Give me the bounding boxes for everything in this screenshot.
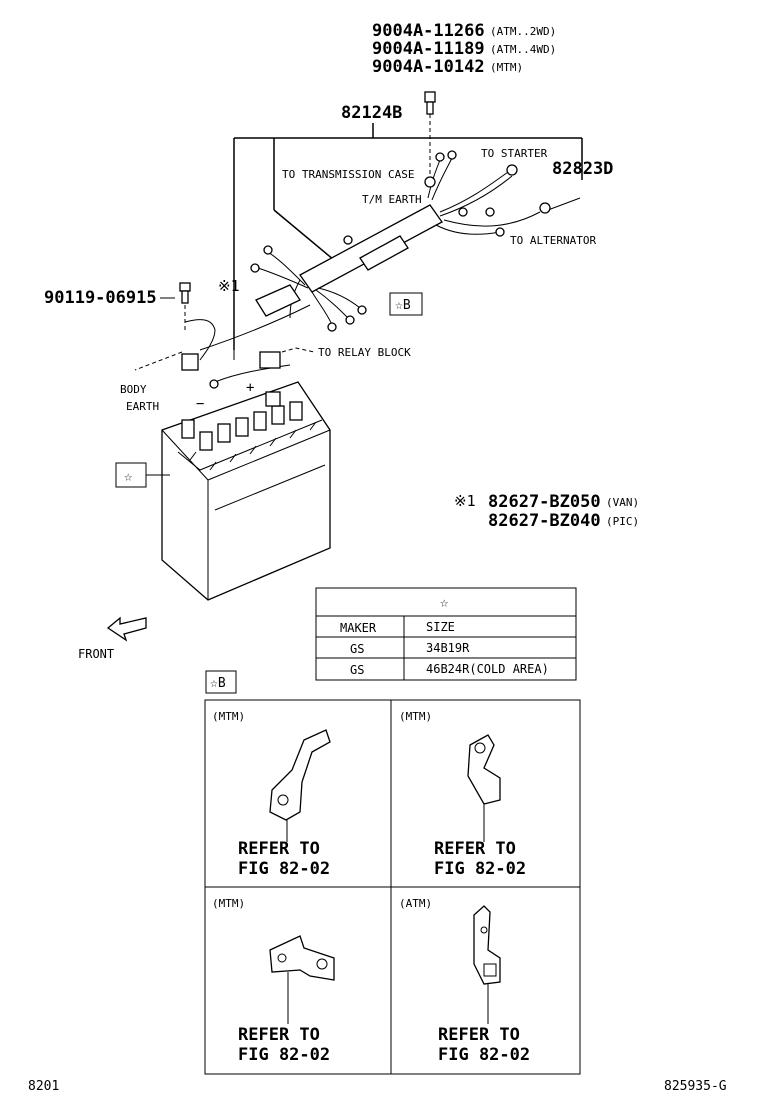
bracket-1-icon: [269, 729, 331, 821]
table-col-maker: MAKER: [340, 621, 377, 635]
bolt-top-note-1: (ATM..2WD): [490, 25, 556, 38]
bolt-left-icon: [134, 282, 216, 371]
note-variants: ※1 82627-BZ050 (VAN) 82627-BZ040 (PIC): [454, 492, 639, 531]
to-alternator-label: TO ALTERNATOR: [510, 234, 596, 247]
bolt-top-number-1[interactable]: 9004A-11266: [372, 21, 485, 41]
note-variant-prefix-1: ※1: [454, 492, 476, 510]
bracket-cell-1-variant: (MTM): [212, 710, 245, 723]
bracket-cell-1-ref-1: REFER TO: [238, 839, 320, 859]
minus-terminal-label: −: [196, 396, 204, 412]
to-relay-block-label: TO RELAY BLOCK: [318, 346, 411, 359]
bracket-panel-title: ☆B: [210, 676, 226, 691]
wire-harness: [250, 150, 551, 332]
bolt-top-callout: 9004A-11266 (ATM..2WD) 9004A-11189 (ATM.…: [372, 21, 556, 77]
bolt-top-note-2: (ATM..4WD): [490, 43, 556, 56]
cable-leader: [547, 197, 581, 211]
note-variant-number-2[interactable]: 82627-BZ040: [488, 511, 601, 531]
tm-earth-label: T/M EARTH: [362, 193, 422, 206]
bracket-3-icon: [269, 935, 335, 981]
bolt-top-note-3: (MTM): [490, 61, 523, 74]
cable-part-number[interactable]: 82823D: [552, 159, 613, 179]
battery-cable: [199, 304, 315, 389]
bracket-cell-1[interactable]: (MTM) REFER TO FIG 82-02: [212, 710, 331, 879]
bolt-top-icon: [424, 91, 436, 178]
bracket-cell-2-ref-2[interactable]: FIG 82-02: [434, 859, 526, 879]
table-row-1-maker: GS: [350, 642, 364, 656]
bracket-cell-2[interactable]: (MTM) REFER TO FIG 82-02: [399, 710, 526, 879]
page-code: 8201: [28, 1079, 59, 1094]
bracket-cell-3-ref-1: REFER TO: [238, 1025, 320, 1045]
bracket-panel: [204, 699, 581, 1075]
to-starter-label: TO STARTER: [481, 147, 548, 160]
table-row-2-maker: GS: [350, 663, 364, 677]
note-variant-number-1[interactable]: 82627-BZ050: [488, 492, 601, 512]
bracket-cell-1-ref-2[interactable]: FIG 82-02: [238, 859, 330, 879]
bracket-cell-3-variant: (MTM): [212, 897, 245, 910]
bracket-cell-4-ref-1: REFER TO: [438, 1025, 520, 1045]
star-b-label-harness: ☆B: [395, 298, 411, 313]
bracket-cell-2-variant: (MTM): [399, 710, 432, 723]
to-transmission-case-label: TO TRANSMISSION CASE: [282, 168, 414, 181]
harness-part-number[interactable]: 82124B: [341, 103, 402, 123]
bracket-panel-title-box: [205, 670, 237, 694]
table-row-1-size: 34B19R: [426, 641, 470, 655]
note-mark: ※1: [218, 277, 240, 295]
battery-size-table: ☆ MAKER SIZE GS 34B19R GS 46B24R(COLD AR…: [315, 587, 577, 681]
star-label-battery: ☆: [124, 469, 133, 485]
bracket-cell-4[interactable]: (ATM) REFER TO FIG 82-02: [399, 897, 530, 1065]
bolt-top-number-2[interactable]: 9004A-11189: [372, 39, 485, 59]
plus-terminal-label: +: [246, 380, 254, 396]
earth-label: EARTH: [126, 400, 159, 413]
bolt-top-number-3[interactable]: 9004A-10142: [372, 57, 485, 77]
bracket-2-icon: [467, 734, 501, 805]
front-arrow-icon: [106, 616, 147, 642]
star-b-box-harness: [389, 292, 423, 316]
bracket-cell-3-ref-2[interactable]: FIG 82-02: [238, 1045, 330, 1065]
harness-bracket-lines: [233, 123, 583, 350]
table-row-2-size: 46B24R(COLD AREA): [426, 662, 549, 676]
battery: [161, 381, 331, 601]
bracket-cell-2-ref-1: REFER TO: [434, 839, 516, 859]
table-header: ☆: [440, 595, 449, 611]
front-label: FRONT: [78, 647, 114, 661]
bracket-cell-3[interactable]: (MTM) REFER TO FIG 82-02: [212, 897, 335, 1065]
drawing-id: 825935-G: [664, 1079, 727, 1094]
bolt-left-number[interactable]: 90119-06915: [44, 288, 157, 308]
note-variant-note-2: (PIC): [606, 515, 639, 528]
table-col-size: SIZE: [426, 620, 455, 634]
note-variant-note-1: (VAN): [606, 496, 639, 509]
bracket-cell-4-variant: (ATM): [399, 897, 432, 910]
bracket-cell-4-ref-2[interactable]: FIG 82-02: [438, 1045, 530, 1065]
body-label: BODY: [120, 383, 147, 396]
